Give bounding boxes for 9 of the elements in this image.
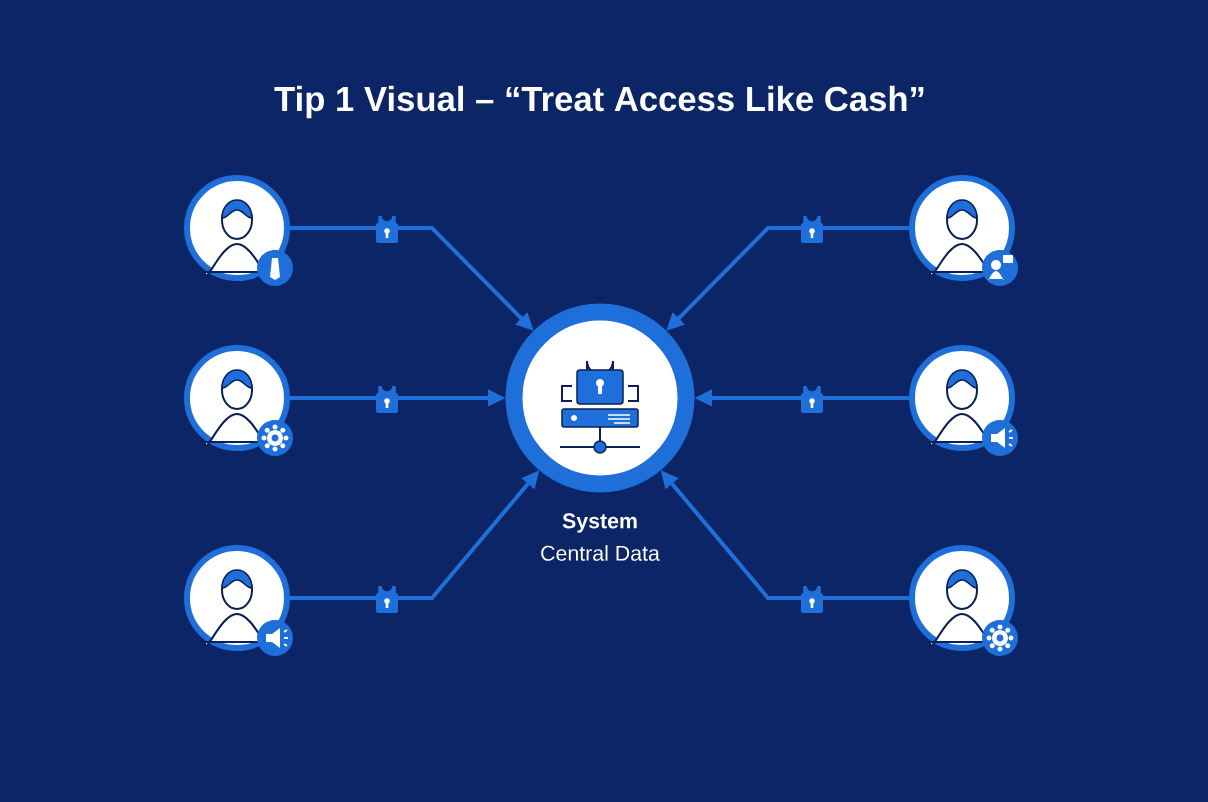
title: Tip 1 Visual – “Treat Access Like Cash”: [274, 85, 924, 119]
person-avatar: [909, 345, 1015, 451]
person-avatar: [909, 545, 1015, 651]
person-avatar: [909, 175, 1015, 281]
person-avatar: [184, 545, 290, 651]
node-caption: Central Data: [541, 545, 660, 561]
person-avatar: [184, 345, 290, 451]
node-caption: System: [562, 513, 637, 533]
person-avatar: [184, 175, 290, 281]
